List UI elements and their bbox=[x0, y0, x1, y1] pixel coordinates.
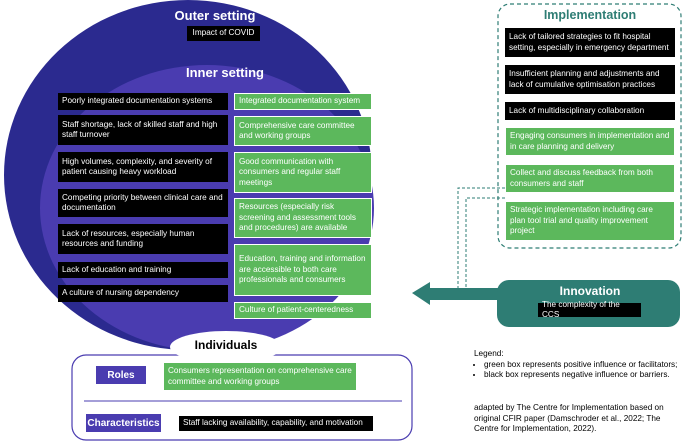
inner-facilitator-4: Resources (especially risk screening and… bbox=[234, 198, 372, 238]
characteristics-label: Characteristics bbox=[86, 414, 161, 432]
inner-barrier-1: Poorly integrated documentation systems bbox=[58, 93, 228, 110]
implementation-connector-1 bbox=[457, 187, 505, 292]
innovation-arrow bbox=[412, 282, 500, 305]
roles-label: Roles bbox=[96, 366, 146, 384]
legend-list: green box represents positive influence … bbox=[474, 360, 680, 381]
innovation-title: Innovation bbox=[559, 284, 621, 298]
implementation-facilitator-1: Engaging consumers in implementation and… bbox=[505, 127, 675, 156]
legend-item-black: black box represents negative influence … bbox=[484, 370, 680, 381]
roles-item: Consumers representation on comprehensiv… bbox=[163, 362, 357, 391]
innovation-item: The complexity of the CCS bbox=[538, 300, 641, 319]
legend-credit: adapted by The Centre for Implementation… bbox=[474, 403, 664, 433]
inner-barrier-5: Lack of resources, especially human reso… bbox=[58, 224, 228, 254]
implementation-barrier-2: Insufficient planning and adjustments an… bbox=[505, 65, 675, 94]
inner-barrier-3: High volumes, complexity, and severity o… bbox=[58, 152, 228, 182]
inner-barrier-4: Competing priority between clinical care… bbox=[58, 189, 228, 217]
legend-item-green: green box represents positive influence … bbox=[484, 360, 680, 371]
legend-title: Legend: bbox=[474, 349, 504, 358]
inner-barrier-6: Lack of education and training bbox=[58, 262, 228, 278]
inner-facilitator-5: Education, training and information are … bbox=[234, 244, 372, 296]
implementation-facilitator-2: Collect and discuss feedback from both c… bbox=[505, 164, 675, 193]
inner-barrier-7: A culture of nursing dependency bbox=[58, 285, 228, 302]
outer-setting-title: Outer setting bbox=[174, 8, 256, 23]
individuals-title: Individuals bbox=[194, 338, 258, 352]
characteristics-item: Staff lacking availability, capability, … bbox=[179, 416, 373, 431]
implementation-title: Implementation bbox=[543, 8, 637, 22]
inner-facilitator-1: Integrated documentation system bbox=[234, 93, 372, 110]
inner-barrier-2: Staff shortage, lack of skilled staff an… bbox=[58, 115, 228, 145]
outer-covid-box: Impact of COVID bbox=[187, 26, 260, 41]
implementation-connector-2 bbox=[465, 197, 505, 292]
inner-facilitator-2: Comprehensive care committee and working… bbox=[234, 116, 372, 146]
implementation-facilitator-3: Strategic implementation including care … bbox=[505, 201, 675, 241]
implementation-barrier-1: Lack of tailored strategies to fit hospi… bbox=[505, 28, 675, 57]
inner-setting-title: Inner setting bbox=[185, 65, 264, 80]
legend: Legend: green box represents positive in… bbox=[474, 349, 680, 381]
inner-facilitator-3: Good communication with consumers and re… bbox=[234, 152, 372, 193]
individuals-title-bubble bbox=[170, 331, 282, 363]
implementation-barrier-3: Lack of multidisciplinary collaboration bbox=[505, 102, 675, 120]
inner-facilitator-6: Culture of patient-centeredness bbox=[234, 302, 372, 319]
